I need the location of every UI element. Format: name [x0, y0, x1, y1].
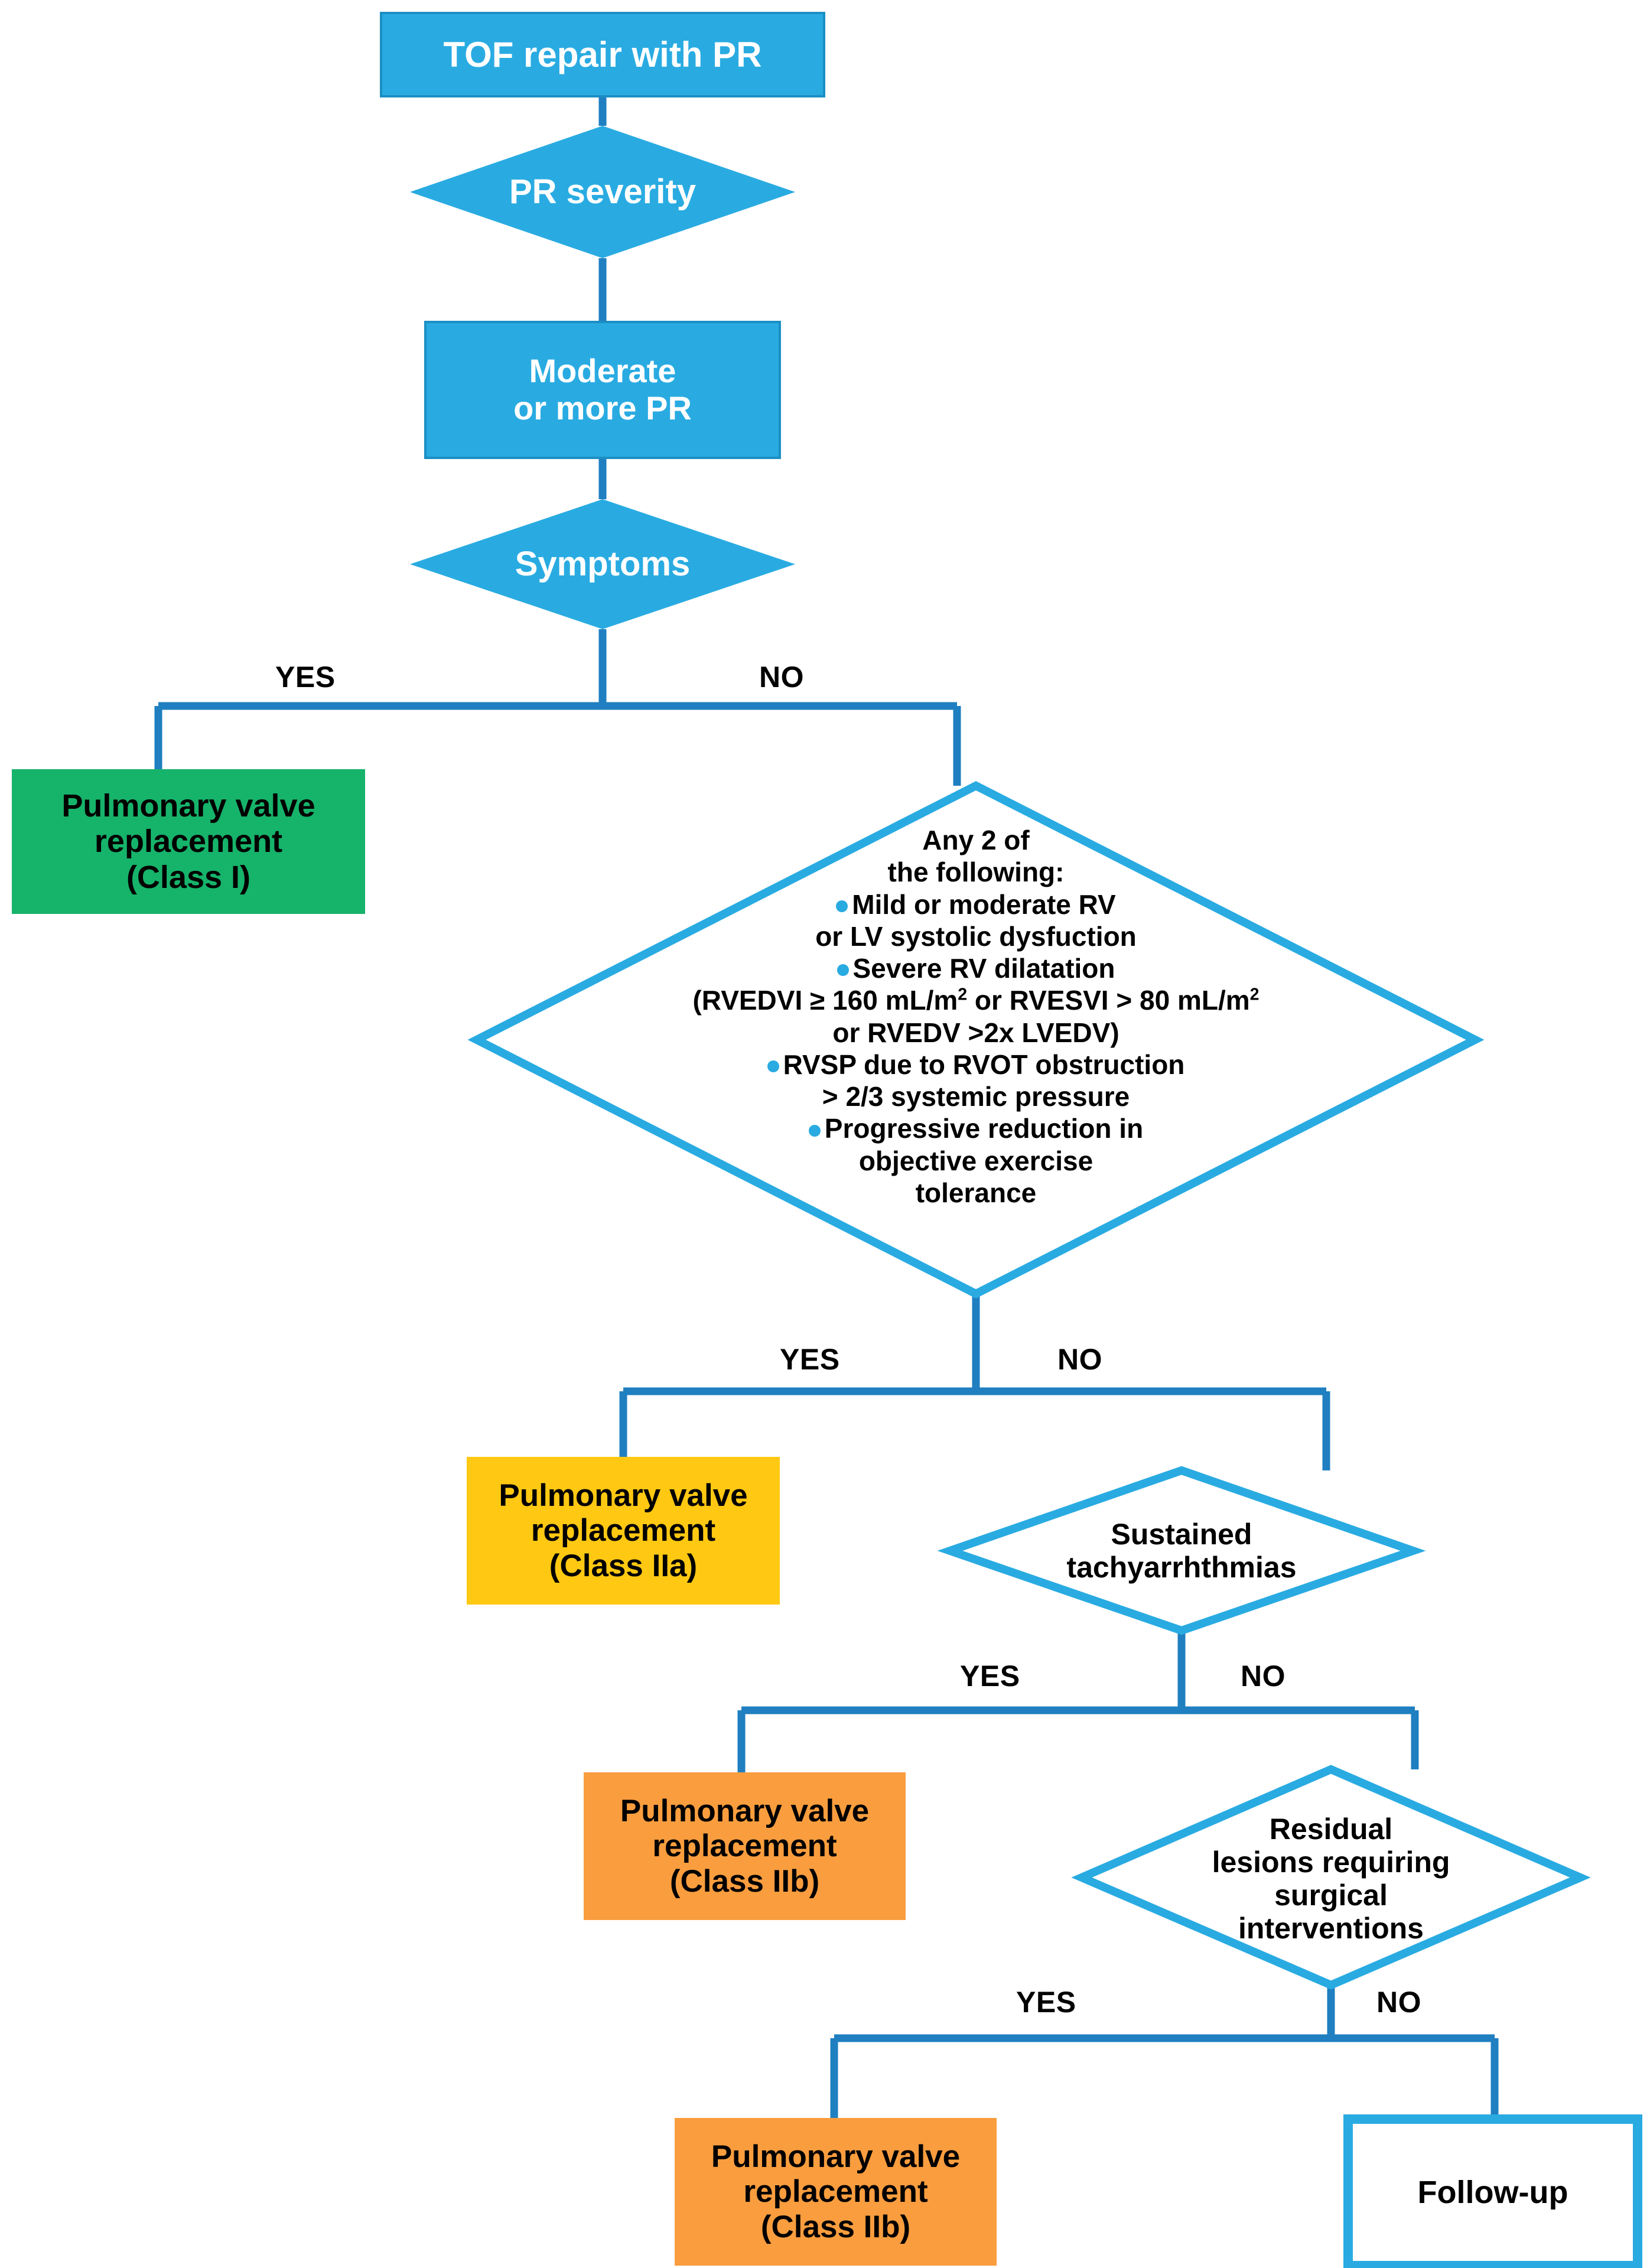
- edge-label-residual-no: NO: [1376, 1986, 1421, 2019]
- criteria-bullet-item: Progressive reduction in: [524, 1112, 1428, 1144]
- criteria-continuation-line: tolerance: [915, 1177, 1037, 1208]
- edge-label-symptoms-no: NO: [759, 660, 804, 694]
- edge-label-tachy-no: NO: [1241, 1659, 1285, 1693]
- node-start-rect[interactable]: [380, 12, 825, 97]
- node-criteria-diamond[interactable]: [467, 781, 1485, 1299]
- criteria-heading-line: the following:: [887, 857, 1065, 888]
- edge-label-criteria-no: NO: [1057, 1343, 1102, 1376]
- bullet-dot-icon: [837, 964, 849, 977]
- node-pvr-class2b-lower-rect[interactable]: [675, 2118, 997, 2266]
- edge-label-residual-yes: YES: [1016, 1986, 1076, 2019]
- node-pr-severity-diamond[interactable]: [410, 126, 795, 258]
- node-symptoms-diamond[interactable]: [410, 499, 795, 629]
- criteria-continuation-line: > 2/3 systemic pressure: [822, 1081, 1130, 1112]
- criteria-continuation-line: (RVEDVI ≥ 160 mL/m2 or RVESVI > 80 mL/m2: [692, 985, 1260, 1016]
- node-pvr-class2b-upper-rect[interactable]: [584, 1772, 906, 1920]
- node-pvr-class1-rect[interactable]: [12, 769, 365, 914]
- criteria-continuation-line: or RVEDV >2x LVEDV): [832, 1017, 1119, 1048]
- bullet-dot-icon: [808, 1124, 821, 1137]
- node-moderate-pr-rect[interactable]: [424, 321, 781, 459]
- node-follow-up-rect[interactable]: [1343, 2114, 1642, 2268]
- bullet-dot-icon: [836, 900, 848, 912]
- criteria-continuation-line: or LV systolic dysfuction: [815, 920, 1137, 952]
- node-residual-lesions-diamond[interactable]: [1071, 1765, 1591, 1990]
- criteria-heading-line: Any 2 of: [922, 825, 1030, 855]
- bullet-dot-icon: [767, 1060, 779, 1073]
- node-pvr-class2a-rect[interactable]: [467, 1457, 780, 1605]
- node-tachyarrhythmias-diamond[interactable]: [937, 1466, 1426, 1635]
- edge-label-tachy-yes: YES: [960, 1659, 1020, 1693]
- connector-group: [154, 96, 1499, 2119]
- criteria-bullet-item: Severe RV dilatation: [524, 952, 1428, 984]
- edge-label-criteria-yes: YES: [780, 1343, 840, 1376]
- edge-label-symptoms-yes: YES: [275, 660, 336, 694]
- criteria-bullet-item: RVSP due to RVOT obstruction: [524, 1049, 1428, 1081]
- criteria-bullet-item: Mild or moderate RV: [524, 889, 1428, 920]
- criteria-continuation-line: objective exercise: [858, 1145, 1094, 1176]
